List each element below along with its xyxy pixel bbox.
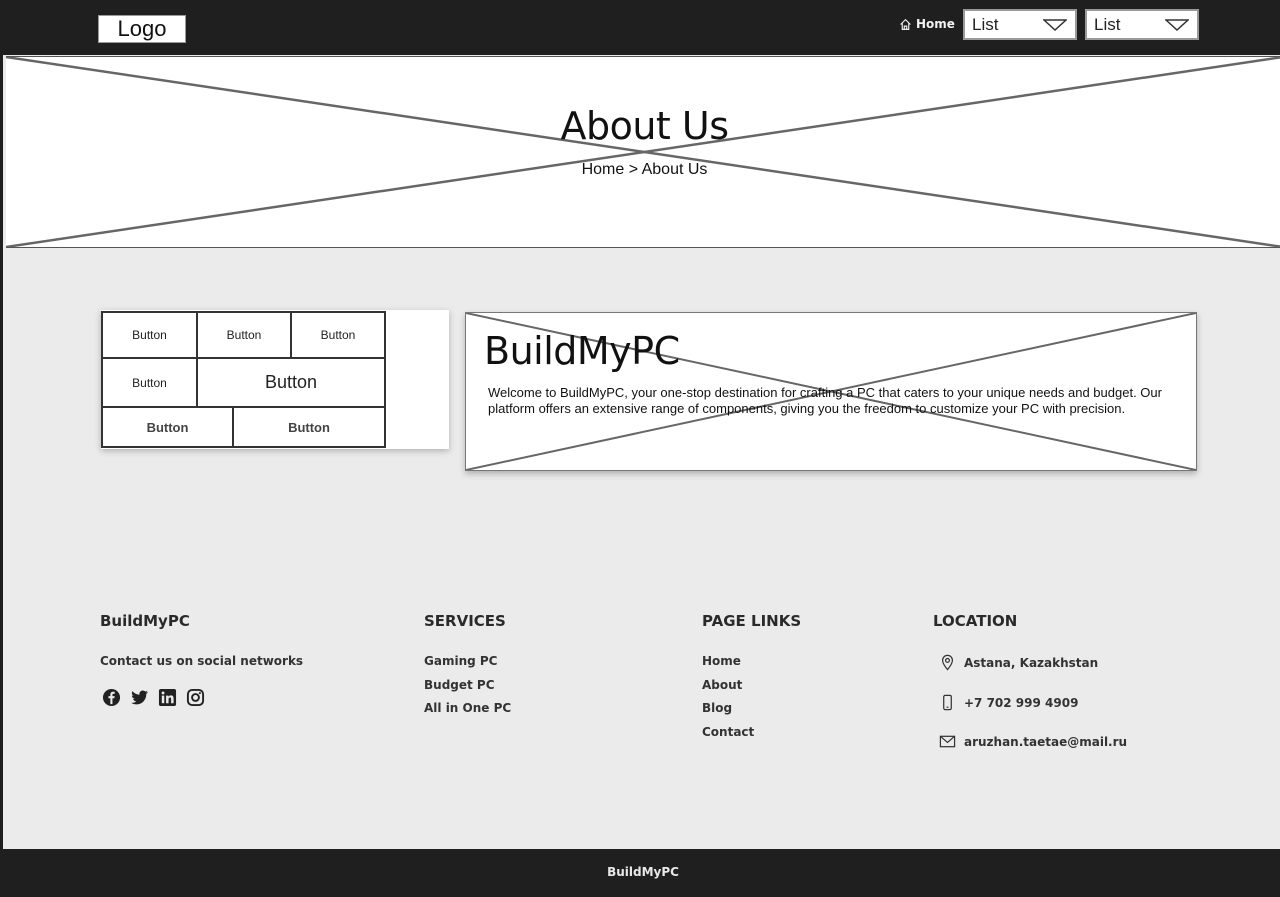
breadcrumb: Home > About Us	[6, 161, 1280, 179]
phone-text[interactable]: +7 702 999 4909	[964, 695, 1079, 710]
grid-button[interactable]: Button	[101, 406, 234, 448]
mail-icon	[939, 735, 956, 748]
about-card: BuildMyPC Welcome to BuildMyPC, your one…	[465, 312, 1197, 471]
grid-button[interactable]: Button	[290, 311, 386, 359]
grid-button[interactable]: Button	[196, 311, 292, 359]
list-dropdown-1[interactable]: List	[963, 9, 1077, 40]
bottom-brand: BuildMyPC	[607, 865, 679, 879]
grid-button[interactable]: Button	[232, 406, 386, 448]
dropdown-value: List	[1094, 14, 1121, 34]
facebook-icon[interactable]	[102, 688, 121, 707]
page-link-home[interactable]: Home	[702, 654, 741, 668]
page-title: About Us	[560, 104, 729, 148]
grid-button[interactable]: Button	[101, 357, 198, 408]
twitter-icon[interactable]	[130, 688, 149, 707]
social-links	[102, 688, 205, 707]
image-placeholder	[6, 57, 1280, 247]
address-text: Astana, Kazakhstan	[964, 655, 1099, 670]
linkedin-icon[interactable]	[158, 688, 177, 707]
home-icon	[900, 18, 911, 30]
email-text[interactable]: aruzhan.taetae@mail.ru	[964, 734, 1128, 749]
grid-button[interactable]: Button	[101, 311, 198, 359]
grid-button-large[interactable]: Button	[196, 357, 386, 408]
services-title: SERVICES	[424, 612, 506, 630]
services-link-budget[interactable]: Budget PC	[424, 677, 495, 692]
instagram-icon[interactable]	[186, 688, 205, 707]
page-links-list: Home About Blog Contact	[702, 654, 754, 748]
location-title: LOCATION	[933, 612, 1018, 630]
location-email: aruzhan.taetae@mail.ru	[939, 733, 1127, 750]
dropdown-value: List	[972, 14, 999, 34]
chevron-down-icon	[1165, 19, 1189, 31]
services-link-all-in-one[interactable]: All in One PC	[424, 701, 512, 715]
logo[interactable]: Logo	[98, 15, 186, 43]
top-navbar: Logo Home List List	[3, 0, 1280, 55]
image-placeholder	[466, 313, 1196, 470]
social-contact-label: Contact us on social networks	[100, 654, 304, 668]
button-grid-card: Button Button Button Button Button Butto…	[101, 310, 449, 449]
home-nav-link[interactable]: Home	[899, 15, 955, 33]
chevron-down-icon	[1043, 19, 1067, 31]
location-phone: +7 702 999 4909	[939, 694, 1078, 711]
map-pin-icon	[941, 654, 954, 671]
hero-banner: About Us Home > About Us	[6, 56, 1280, 248]
services-link-gaming[interactable]: Gaming PC	[424, 654, 498, 668]
about-title: BuildMyPC	[484, 329, 680, 373]
phone-icon	[943, 694, 952, 711]
page-link-blog[interactable]: Blog	[702, 701, 733, 715]
breadcrumb-current: About Us	[641, 161, 708, 178]
home-nav-label: Home	[916, 17, 955, 31]
breadcrumb-home-link[interactable]: Home	[581, 161, 625, 178]
about-description: Welcome to BuildMyPC, your one-stop dest…	[488, 385, 1162, 416]
services-list: Gaming PC Budget PC All in One PC	[424, 654, 511, 725]
page-links-title: PAGE LINKS	[702, 612, 802, 630]
location-address: Astana, Kazakhstan	[939, 654, 1098, 671]
page-link-about[interactable]: About	[702, 677, 743, 692]
bottom-bar: BuildMyPC	[3, 849, 1280, 897]
page-link-contact[interactable]: Contact	[702, 724, 755, 739]
footer-brand-title: BuildMyPC	[100, 612, 190, 630]
list-dropdown-2[interactable]: List	[1085, 9, 1199, 40]
breadcrumb-separator: >	[628, 161, 639, 178]
